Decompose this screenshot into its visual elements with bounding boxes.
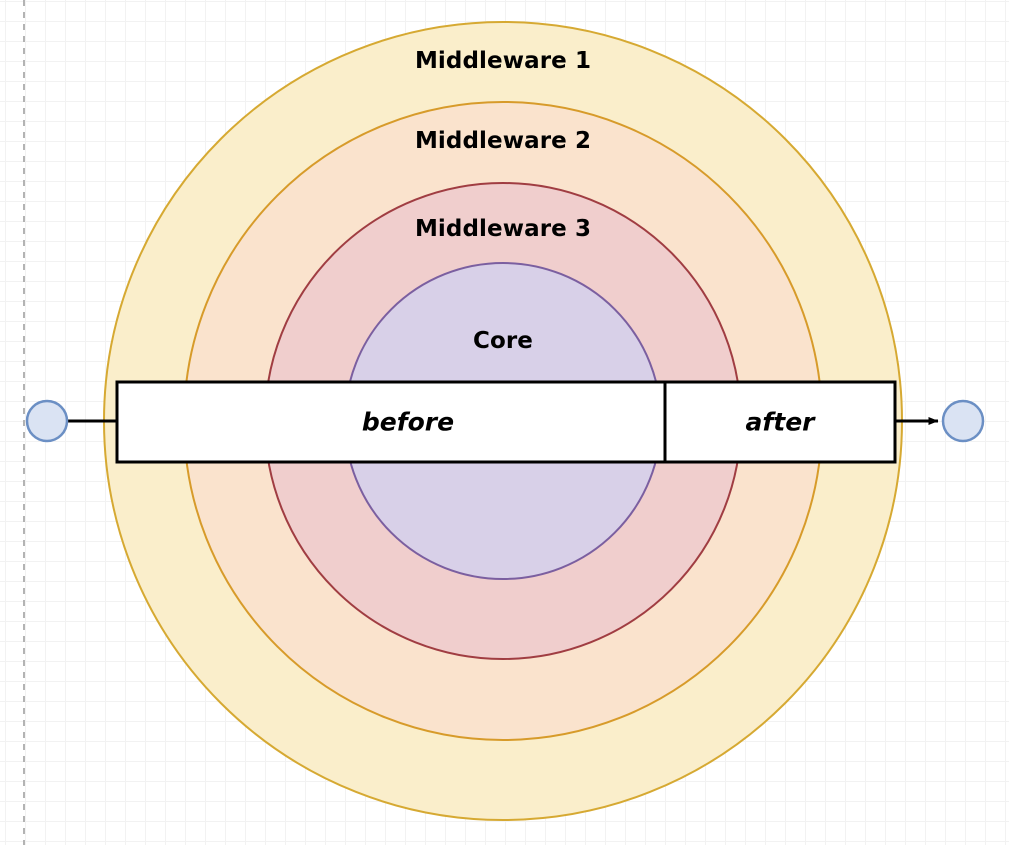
ring-label-core: Core	[472, 328, 534, 354]
ring-label-middleware-1: Middleware 1	[414, 48, 592, 74]
end-node[interactable]	[941, 399, 985, 443]
start-node[interactable]	[25, 399, 69, 443]
ring-label-middleware-3: Middleware 3	[414, 216, 592, 242]
ring-label-middleware-2: Middleware 2	[414, 128, 592, 154]
pipeline-bar[interactable]	[115, 380, 897, 464]
bar-label-after: after	[745, 407, 815, 437]
bar-label-before: before	[361, 407, 455, 437]
